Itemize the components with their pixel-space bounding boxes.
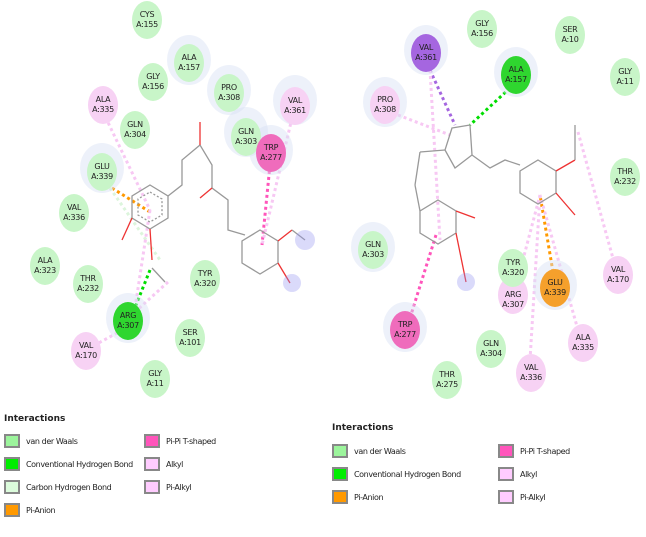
legend-item: Carbon Hydrogen Bond: [4, 480, 112, 494]
legend-item: Conventional Hydrogen Bond: [332, 467, 461, 481]
legend-item: van der Waals: [4, 434, 78, 448]
legend-item: Pi-Anion: [4, 503, 56, 517]
legend-swatch: [144, 457, 160, 471]
legend-swatch: [4, 480, 20, 494]
legend-swatch: [498, 467, 514, 481]
solvent-highlight: [295, 230, 315, 250]
legend-item: Pi-Alkyl: [144, 480, 192, 494]
legend-swatch: [144, 480, 160, 494]
legend-swatch: [332, 444, 348, 458]
legend-swatch: [144, 434, 160, 448]
legend-swatch: [332, 490, 348, 504]
legend-swatch: [4, 434, 20, 448]
right-interaction-lines: [397, 69, 616, 361]
legend-swatch: [4, 457, 20, 471]
legend-swatch: [498, 490, 514, 504]
legend-item: van der Waals: [332, 444, 406, 458]
legend-swatch: [498, 444, 514, 458]
legend-item: Pi-Pi T-shaped: [144, 434, 216, 448]
legend-item: Pi-Alkyl: [498, 490, 545, 504]
molecule-structures: [94, 69, 616, 361]
legend-item: Conventional Hydrogen Bond: [4, 457, 133, 471]
legend-item: Pi-Anion: [332, 490, 383, 504]
legend-swatch: [332, 467, 348, 481]
legend-title: Interactions: [4, 414, 66, 424]
legend-item: Alkyl: [144, 457, 183, 471]
solvent-highlight: [457, 273, 475, 291]
left-ligand: [121, 122, 306, 284]
legend-item: Alkyl: [498, 467, 537, 481]
legend-item: Pi-Pi T-shaped: [498, 444, 570, 458]
legend-title: Interactions: [332, 423, 394, 433]
right-ligand: [414, 124, 576, 283]
solvent-highlight: [283, 274, 301, 292]
legend-swatch: [4, 503, 20, 517]
